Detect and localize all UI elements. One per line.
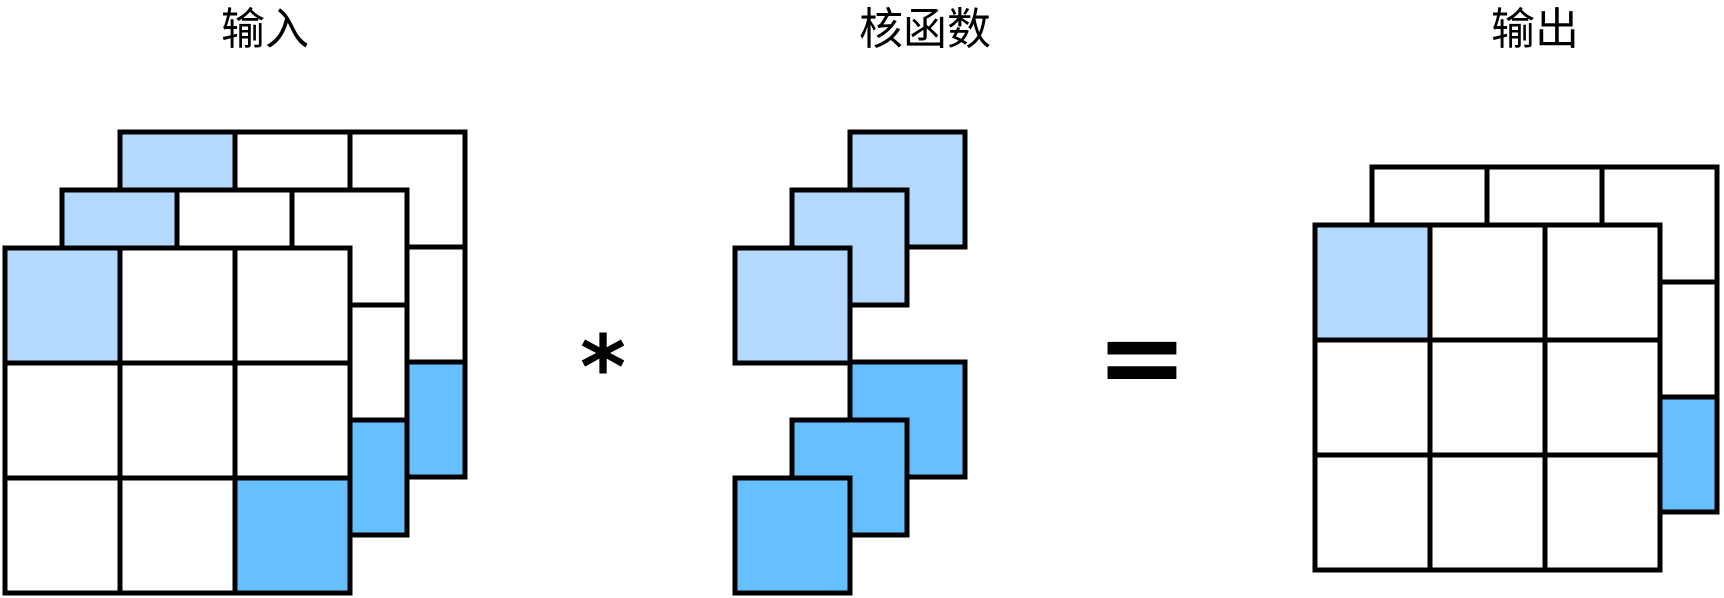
output-channel-1 <box>1312 222 1663 573</box>
input-label: 输入 <box>221 4 309 55</box>
kernel-top-stack <box>732 129 968 366</box>
input-channel-1 <box>2 245 353 596</box>
input-channel-1-highlight-bottom-right <box>235 478 350 593</box>
output-channel-1-highlight-top-left <box>1315 225 1430 340</box>
output-channel-1-gridlines <box>1315 225 1660 570</box>
output-channel-1-border <box>1312 222 1663 573</box>
equals-operator: = <box>1096 293 1188 421</box>
kernel-top-cell-1 <box>732 245 853 366</box>
kernel-bottom-cell-1 <box>732 475 853 596</box>
kernel-label: 核函数 <box>859 4 991 55</box>
kernel-bottom-stack <box>732 359 968 596</box>
output-label: 输出 <box>1491 4 1579 55</box>
convolve-operator: * <box>580 316 626 419</box>
input-channel-1-border <box>2 245 353 596</box>
input-channel-1-highlight-top-left <box>5 248 120 363</box>
input-channel-1-gridlines <box>5 248 350 593</box>
